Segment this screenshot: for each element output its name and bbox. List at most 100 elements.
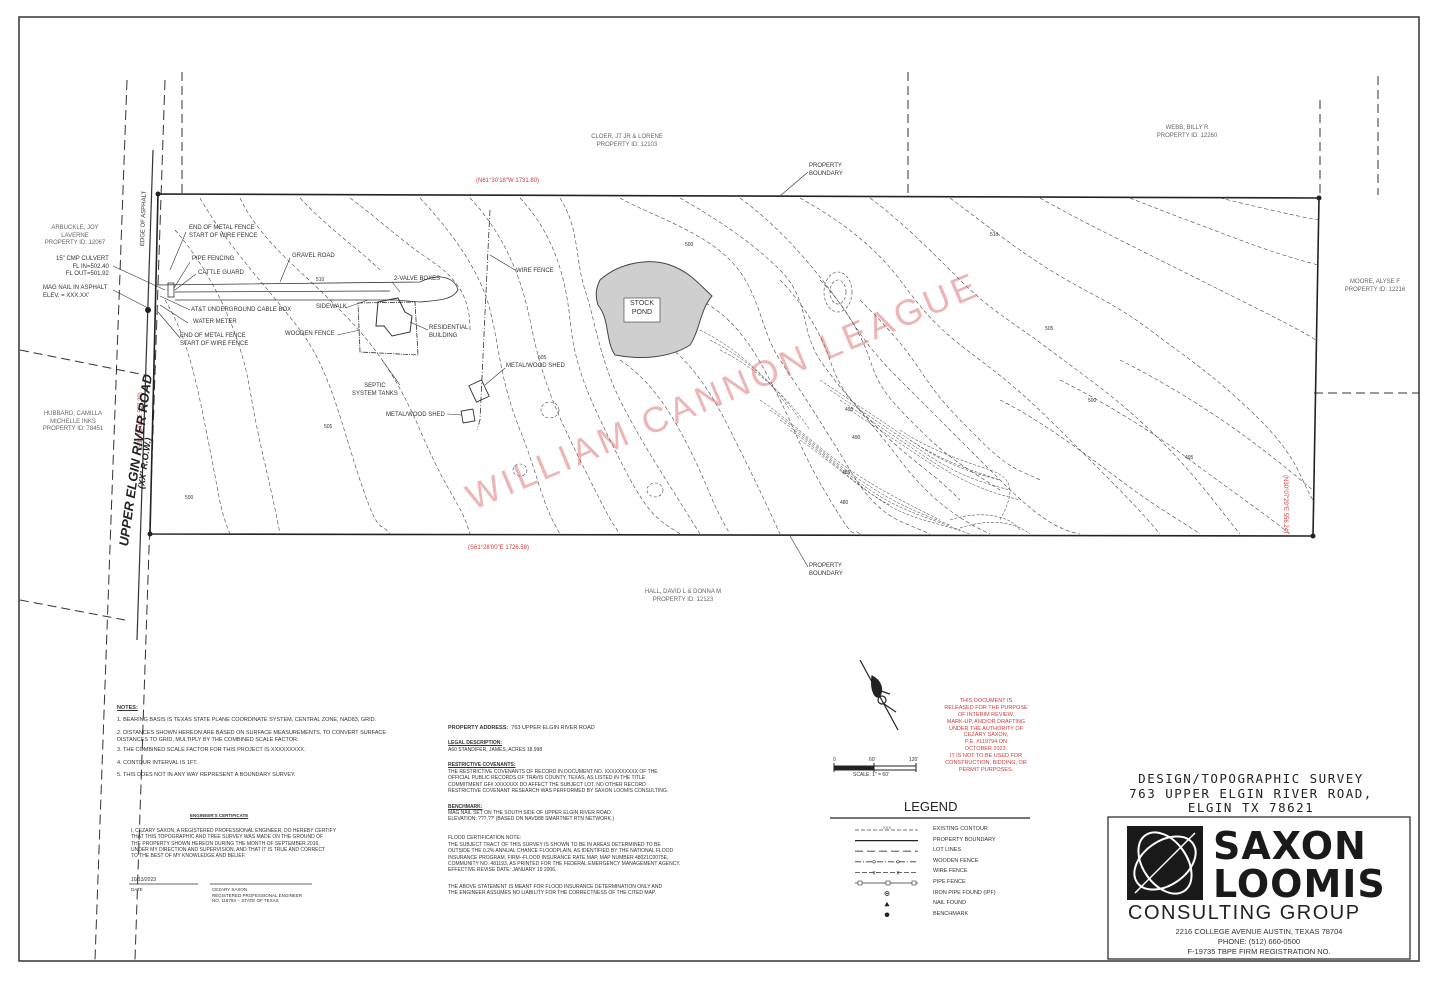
certificate-heading: ENGINEER'S CERTIFICATE — [190, 813, 249, 818]
bearing-south: (S61°28'00"E 1726.58) — [468, 545, 530, 551]
contour-label: 505 — [538, 355, 547, 361]
scale-bar — [833, 763, 917, 772]
owner-northeast: WEBB, BILLY R PROPERTY ID: 12260 — [1156, 125, 1218, 139]
certificate-date-label: DATE — [131, 887, 143, 892]
legend-symbol-wire-mark: x — [873, 870, 876, 876]
flood-heading: FLOOD CERTIFICATION NOTE: — [448, 835, 522, 841]
owner-south: HALL, DAVID L & DONNA M PROPERTY ID: 121… — [644, 589, 722, 603]
contour-label: 510 — [990, 232, 999, 238]
contour-label: 505 — [1045, 326, 1054, 332]
mag-nail-marker — [145, 307, 151, 313]
certificate-signer: CEZARY SAXON REGISTERED PROFESSIONAL ENG… — [212, 887, 303, 904]
title-line-3: ELGIN TX 78621 — [1187, 800, 1315, 815]
legend-symbol-pipe-post — [885, 880, 891, 886]
wire-fence — [476, 209, 491, 431]
shed-1 — [468, 379, 490, 403]
callout-metal-fence-top: END OF METAL FENCE START OF WIRE FENCE — [189, 225, 258, 239]
company-name-1: SAXON — [1213, 824, 1367, 868]
bearing-north: (N61°30'18"W 1731.80) — [476, 178, 540, 184]
owner-west-upper: ARBUCKLE, JOY LAVERNE PROPERTY ID: 12067 — [44, 225, 106, 246]
callout-septic: SEPTIC SYSTEM TANKS — [352, 383, 398, 397]
valley-contours — [699, 329, 1031, 535]
legend-item-label: IRON PIPE FOUND (IPF) — [933, 889, 996, 896]
legend-item-label: EXISTING CONTOUR — [933, 826, 988, 832]
legend-contour-tag: XXX — [883, 825, 891, 830]
legend-title: LEGEND — [904, 799, 958, 814]
owner-east: MOORE, ALYSE F PROPERTY ID: 12216 — [1344, 279, 1406, 293]
cattle-guard-marker — [167, 282, 175, 298]
company-name-2: LOOMIS — [1213, 862, 1386, 906]
property-address-label: PROPERTY ADDRESS: — [448, 725, 509, 731]
contour-label: 500 — [685, 242, 694, 248]
legal-heading: LEGAL DESCRIPTION: — [448, 740, 503, 746]
callout-wooden-fence: WOODEN FENCE — [285, 331, 335, 337]
callout-sidewalk: SIDEWALK — [316, 304, 347, 310]
legend-symbol-wood-post — [872, 860, 876, 864]
note-item: 1. BEARING BASIS IS TEXAS STATE PLANE CO… — [117, 717, 377, 723]
leader-lines — [112, 171, 809, 568]
contour-label: 505 — [324, 424, 333, 430]
stock-pond-label: STOCK POND — [630, 300, 654, 316]
contour-label: 500 — [1088, 398, 1097, 404]
title-block-frame — [1107, 816, 1411, 960]
shed-2 — [460, 408, 476, 424]
note-item: 3. THE COMBINED SCALE FACTOR FOR THIS PR… — [117, 747, 306, 753]
flood-body: THE SUBJECT TRACT OF THIS SURVEY IS SHOW… — [448, 842, 681, 873]
certificate-body: I, CEZARY SAXON, A REGISTERED PROFESSION… — [131, 828, 337, 859]
logo-emblem — [1127, 826, 1203, 900]
legend-item-label: PROPERTY BOUNDARY — [933, 836, 996, 843]
owner-west-lower: HUBBARD, CAMILLA MICHELLE INKS PROPERTY … — [42, 411, 104, 432]
legend-item-label: LOT LINES — [933, 847, 962, 854]
flood-disclaimer: THE ABOVE STATEMENT IS MEANT FOR FLOOD I… — [448, 884, 663, 897]
contour-label: 495 — [1185, 455, 1194, 461]
legend-symbol-bench — [884, 912, 890, 918]
corner-markers — [147, 191, 1322, 539]
stock-pond-label-box — [623, 297, 661, 323]
covenants-body: THE RESTRICTIVE COVENANTS OF RECORD IN D… — [448, 769, 669, 794]
legend-symbol-nail — [884, 901, 890, 907]
note-item: 5. THIS DOES NOT IN ANY WAY REPRESENT A … — [117, 772, 296, 778]
contour-label: 510 — [316, 277, 325, 283]
callout-shed-2: METAL/WOOD SHED — [386, 412, 445, 418]
legend-symbol-wood-post — [896, 860, 900, 864]
contour-label: 495 — [845, 407, 854, 413]
title-line-1: DESIGN/TOPOGRAPHIC SURVEY — [1138, 771, 1364, 786]
interim-review-note: THIS DOCUMENT IS RELEASED FOR THE PURPOS… — [944, 698, 1028, 773]
legend-item-label: WIRE FENCE — [933, 868, 968, 875]
callout-culvert: 15" CMP CULVERT FL IN=502.40 FL OUT=501.… — [56, 256, 109, 277]
residential-building — [375, 297, 413, 337]
contour-label: 485 — [842, 470, 851, 476]
benchmark-heading: BENCHMARK: — [448, 804, 483, 810]
legend-symbol-pipe-post — [911, 880, 917, 886]
legend-symbol-ipf-dot — [886, 892, 888, 895]
callout-residential: RESIDENTIAL BUILDING — [429, 325, 469, 339]
title-line-2: 763 UPPER ELGIN RIVER ROAD, — [1129, 786, 1373, 801]
callout-valve-boxes: 2-VALVE BOXES — [394, 276, 441, 282]
gravel-road — [154, 276, 459, 303]
callout-wire-fence: WIRE FENCE — [516, 268, 554, 274]
legend-symbol-pipe-post — [857, 880, 863, 886]
callout-att: AT&T UNDERGROUND CABLE BOX — [191, 307, 292, 313]
property-boundary-label-top: PROPERTY BOUNDARY — [809, 163, 843, 177]
property-address: PROPERTY ADDRESS: 763 UPPER ELGIN RIVER … — [448, 725, 595, 732]
north-arrow — [859, 659, 899, 731]
legend-item-label: NAIL FOUND — [933, 900, 967, 907]
note-item: 2. DISTANCES SHOWN HEREON ARE BASED ON S… — [117, 730, 387, 743]
company-name-3: CONSULTING GROUP — [1128, 902, 1361, 924]
contour-label: 480 — [840, 500, 849, 506]
company-firm-registration: F-19735 TBPE FIRM REGISTRATION NO. — [1187, 947, 1331, 956]
legend-item-label: WOODEN FENCE — [933, 857, 979, 864]
legal-value: A60 STANDIFER, JAMES, ACRES 18.998 — [448, 747, 543, 753]
callout-gravel-road: GRAVEL ROAD — [292, 253, 335, 259]
lot-lines — [19, 72, 1419, 621]
owner-north: CLOER, JT JR & LORENE PROPERTY ID: 12103 — [591, 134, 663, 148]
callout-water-meter: WATER METER — [193, 319, 237, 325]
property-boundary-label-bottom: PROPERTY BOUNDARY — [809, 563, 843, 577]
contour-lines — [164, 197, 1320, 535]
legend-item-label: PIPE FENCE — [933, 879, 966, 885]
callout-cattle-guard: CATTLE GUARD — [198, 270, 244, 276]
scale-tick-120: 120' — [909, 757, 919, 763]
